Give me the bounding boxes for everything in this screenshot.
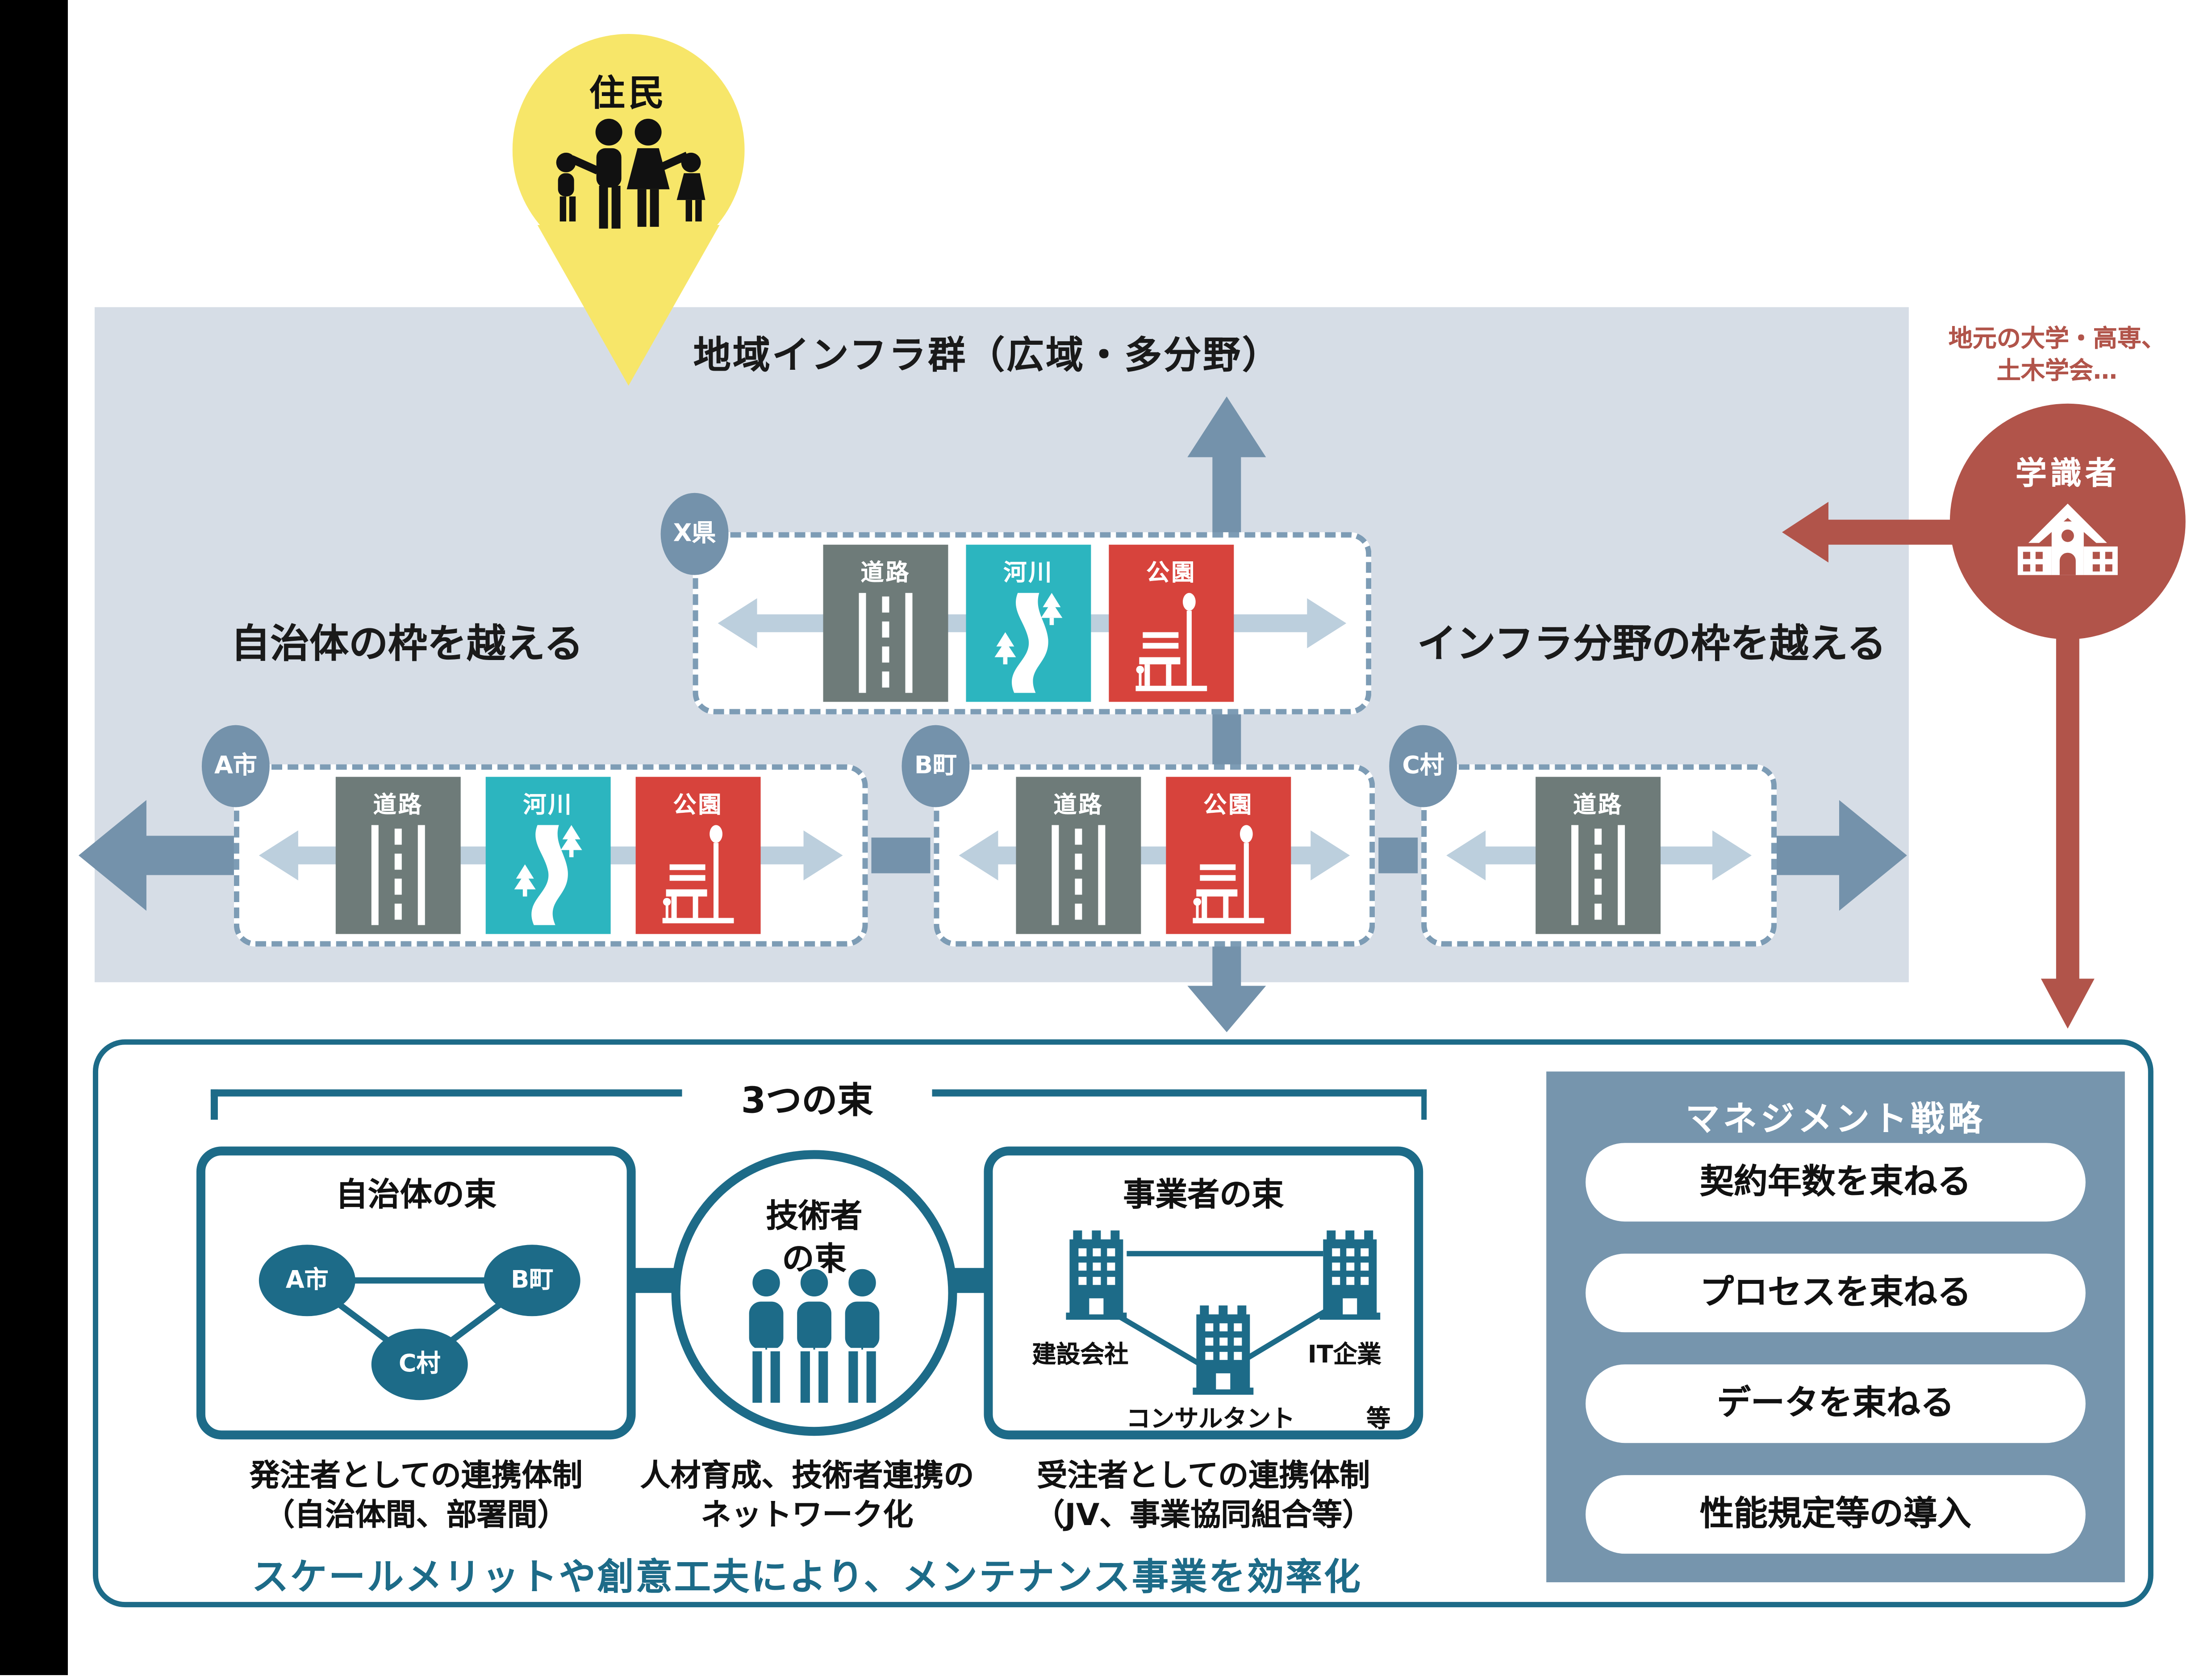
efficiency-note: スケールメリットや創意工夫により、メンテナンス事業を効率化 xyxy=(252,1555,1362,1599)
academic-label: 学識者 xyxy=(2015,457,2120,493)
left-black-strip xyxy=(0,0,68,1676)
management-panel: マネジメント戦略 契約年数を束ねる プロセスを束ねる データを束ねる 性能規定等… xyxy=(1546,1071,2125,1583)
municipality-caption-line1: 発注者としての連携体制 xyxy=(249,1459,583,1495)
group-tag-ashi: A市 xyxy=(201,725,270,807)
road-icon xyxy=(1052,825,1106,925)
operator-label-construction: 建設会社 xyxy=(1032,1341,1129,1370)
operator-label-consultant: コンサルタント xyxy=(1126,1405,1295,1434)
engineers-caption: 人材育成、技術者連携の ネットワーク化 xyxy=(557,1457,1057,1536)
operators-network xyxy=(1066,1230,1381,1395)
road-icon xyxy=(371,825,425,925)
academic-note: 地元の大学・高専、 土木学会… xyxy=(1878,325,2212,388)
management-title: マネジメント戦略 xyxy=(1685,1100,1986,1140)
bracket-line-right xyxy=(932,1089,1427,1096)
tile-label: 河川 xyxy=(1003,560,1054,588)
academic-arrow-down-icon xyxy=(2041,635,2095,1029)
tile-park: 公園 xyxy=(1109,544,1234,702)
tile-label: 公園 xyxy=(1203,793,1254,820)
river-icon xyxy=(514,825,582,925)
operators-caption-line2: （JV、事業協同組合等） xyxy=(1034,1498,1373,1534)
park-icon xyxy=(662,825,734,924)
operator-label-it: IT企業 xyxy=(1307,1341,1381,1370)
tile-road: 道路 xyxy=(823,544,948,702)
municipality-bundle-title: 自治体の束 xyxy=(335,1177,497,1215)
academic-arrow-left-icon xyxy=(1782,502,1955,563)
river-icon xyxy=(994,593,1063,693)
node-ashi: A市 xyxy=(259,1245,355,1317)
tile-label: 道路 xyxy=(1053,793,1104,820)
region-title: 地域インフラ群（広域・多分野） xyxy=(693,334,1282,377)
left-note: 自治体の枠を越える xyxy=(231,623,584,668)
park-icon xyxy=(1135,593,1207,691)
tile-label: 道路 xyxy=(1573,793,1624,820)
strategy-pill: プロセスを束ねる xyxy=(1586,1254,2086,1333)
operators-caption-line1: 受注者としての連携体制 xyxy=(1037,1459,1370,1495)
tile-park: 公園 xyxy=(635,777,761,934)
school-icon xyxy=(2017,503,2118,575)
municipality-caption-line2: （自治体間、部署間） xyxy=(264,1498,568,1534)
group-tag-bcho: B町 xyxy=(901,725,970,807)
bracket-line-left xyxy=(210,1089,682,1096)
link-ashi-bcho xyxy=(871,837,931,874)
bracket-label: 3つの束 xyxy=(682,1071,932,1124)
vertical-link-xken-bcho xyxy=(1212,711,1241,768)
right-note: インフラ分野の枠を越える xyxy=(1417,623,1886,668)
operators-bundle-title: 事業者の束 xyxy=(1123,1177,1284,1215)
node-bcho: B町 xyxy=(484,1245,580,1317)
strategy-pill: 契約年数を束ねる xyxy=(1586,1143,2086,1222)
node-cmura: C村 xyxy=(371,1329,468,1400)
engineers-people-icon xyxy=(745,1266,883,1406)
road-icon xyxy=(859,593,913,693)
tile-road: 道路 xyxy=(1536,777,1661,934)
engineers-caption-line2: ネットワーク化 xyxy=(701,1498,914,1534)
resident-pin-label: 住民 xyxy=(589,71,668,114)
bracket-tick-left xyxy=(210,1089,217,1120)
operators-bundle-box: 事業者の束 建設会社 IT企業 コンサルタント 等 xyxy=(984,1146,1423,1440)
link-municipality-engineers xyxy=(632,1268,675,1293)
strategy-pill: データを束ねる xyxy=(1586,1364,2086,1443)
tile-label: 道路 xyxy=(860,560,911,588)
tile-park: 公園 xyxy=(1166,777,1291,934)
link-bcho-cmura xyxy=(1378,837,1418,874)
road-icon xyxy=(1571,825,1625,925)
group-tag-cmura: C村 xyxy=(1389,725,1457,807)
tile-label: 河川 xyxy=(523,793,573,820)
municipality-bundle-box: 自治体の束 A市 B町 C村 xyxy=(196,1146,636,1440)
academic-note-line1: 地元の大学・高専、 xyxy=(1948,325,2166,354)
strategy-pill: 性能規定等の導入 xyxy=(1586,1475,2086,1554)
family-icon xyxy=(556,118,705,229)
group-tag-xken: X県 xyxy=(660,493,729,575)
bracket-tick-right xyxy=(1420,1089,1427,1120)
arrow-right-icon xyxy=(1777,800,1907,911)
arrow-down-icon xyxy=(1187,946,1266,1032)
engineers-bundle-title-line1: 技術者 xyxy=(766,1198,863,1236)
operator-label-etc: 等 xyxy=(1366,1405,1391,1434)
park-icon xyxy=(1193,825,1265,924)
academic-circle: 学識者 xyxy=(1949,403,2186,639)
operators-caption: 受注者としての連携体制 （JV、事業協同組合等） xyxy=(953,1457,1453,1536)
engineers-bundle-circle: 技術者 の束 xyxy=(671,1150,957,1436)
tile-label: 道路 xyxy=(373,793,423,820)
tile-label: 公園 xyxy=(673,793,723,820)
tile-road: 道路 xyxy=(335,777,461,934)
arrow-up-icon xyxy=(1187,396,1266,536)
engineers-caption-line1: 人材育成、技術者連携の xyxy=(640,1459,974,1495)
tile-road: 道路 xyxy=(1016,777,1141,934)
link-engineers-operators xyxy=(953,1268,988,1293)
tile-river: 河川 xyxy=(485,777,611,934)
tile-river: 河川 xyxy=(966,544,1091,702)
municipality-caption: 発注者としての連携体制 （自治体間、部署間） xyxy=(166,1457,666,1536)
tile-label: 公園 xyxy=(1146,560,1197,588)
arrow-left-icon xyxy=(78,800,236,911)
academic-note-line2: 土木学会… xyxy=(1996,356,2117,385)
